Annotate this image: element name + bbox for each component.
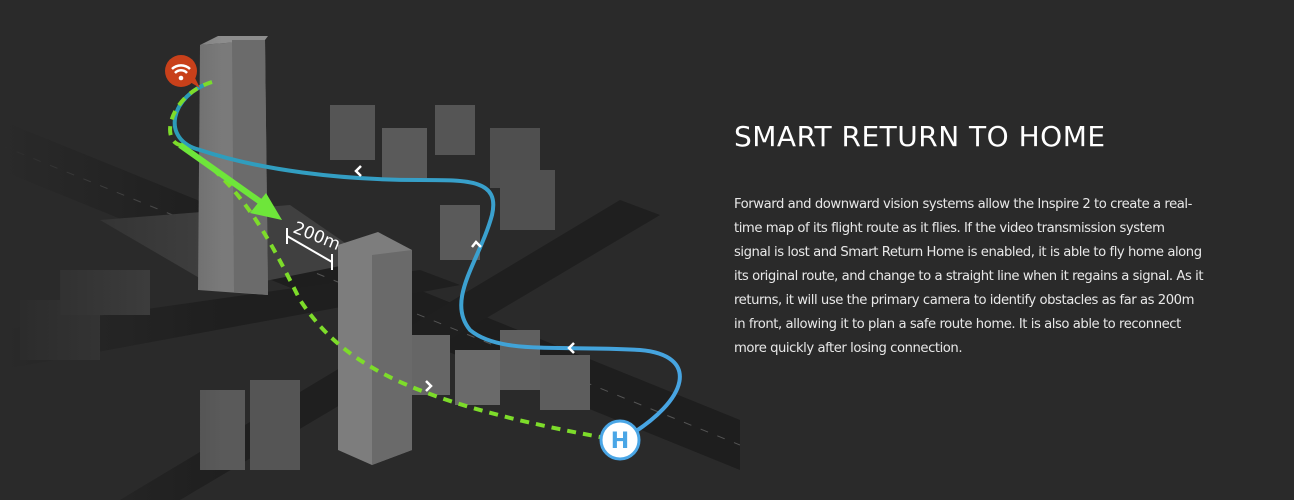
section-title: SMART RETURN TO HOME: [734, 120, 1106, 153]
arrow-head-icon: [250, 193, 282, 220]
straight-return-arrow: [178, 142, 264, 206]
smart-rth-illustration: 200m H: [0, 0, 740, 500]
original-route-path: [172, 80, 682, 440]
section-description: Forward and downward vision systems allo…: [734, 197, 1204, 356]
route-direction-arrows: [354, 165, 575, 392]
return-route-path: [168, 80, 601, 439]
home-point-marker: H: [599, 419, 641, 461]
wifi-icon: [165, 55, 200, 88]
distance-scale: [286, 228, 333, 270]
home-label: H: [611, 429, 629, 454]
feature-text-panel: SMART RETURN TO HOME Forward and downwar…: [734, 120, 1204, 361]
